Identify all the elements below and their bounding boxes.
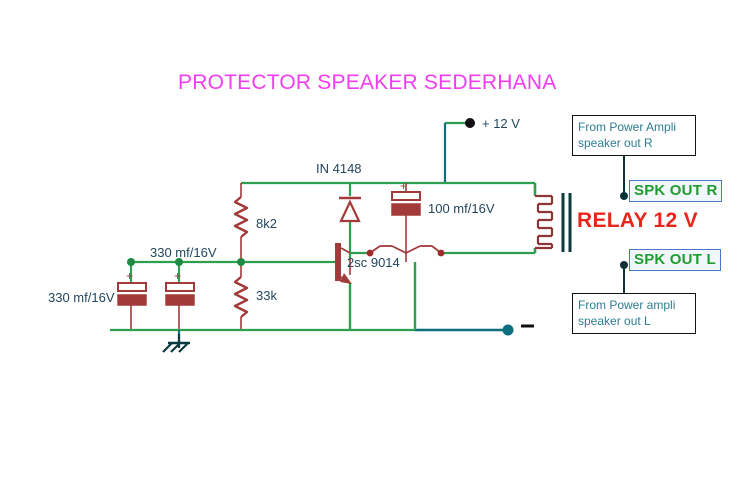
terminal-positive	[465, 118, 475, 128]
resistor-r1	[233, 196, 249, 238]
input-box-amp-right: From Power Ampli speaker out R	[572, 115, 696, 157]
polarity-marks: + + +	[126, 179, 407, 283]
label-diode-d1: IN 4148	[316, 161, 362, 176]
svg-text:+: +	[400, 179, 407, 193]
label-relay: RELAY 12 V	[577, 209, 698, 232]
label-supply-positive: + 12 V	[482, 116, 520, 131]
transistor-q1	[335, 243, 352, 284]
page-title: PROTECTOR SPEAKER SEDERHANA	[178, 71, 557, 94]
svg-text:+: +	[174, 269, 181, 283]
label-resistor-r2: 33k	[256, 288, 277, 303]
diode-d1	[339, 196, 361, 223]
output-box-speaker-right: SPK OUT R	[629, 180, 723, 202]
relay-contact-internal	[366, 245, 445, 257]
label-capacitor-c2: 330 mf/16V	[150, 245, 217, 260]
wires-green	[110, 121, 537, 343]
amp-right-line2: speaker out R	[578, 136, 653, 151]
amp-left-line1: From Power ampli	[578, 298, 676, 312]
capacitor-c1	[117, 282, 147, 306]
label-transistor-q1: 2sc 9014	[347, 255, 400, 270]
junction-nodes	[127, 118, 534, 336]
amp-right-line1: From Power Ampli	[578, 120, 677, 134]
label-resistor-r1: 8k2	[256, 216, 277, 231]
svg-text:+: +	[126, 269, 133, 283]
resistor-r2	[233, 276, 249, 318]
label-capacitor-c1: 330 mf/16V	[48, 290, 115, 305]
ground-symbol	[162, 334, 190, 353]
capacitor-c3	[391, 191, 421, 216]
amp-left-line2: speaker out L	[578, 314, 651, 329]
label-capacitor-c3: 100 mf/16V	[428, 201, 495, 216]
wire-q1-collector-lead	[340, 247, 351, 254]
input-box-amp-left: From Power ampli speaker out L	[572, 293, 696, 335]
terminal-negative	[502, 324, 514, 336]
capacitor-c2	[165, 282, 195, 306]
output-box-speaker-left: SPK OUT L	[629, 249, 721, 271]
relay-coil	[535, 193, 572, 252]
